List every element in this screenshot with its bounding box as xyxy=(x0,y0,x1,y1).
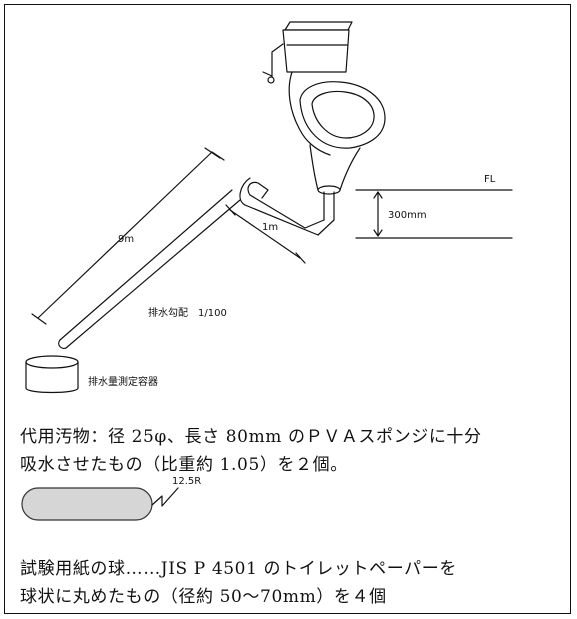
dimension-1m-label: 1m xyxy=(262,222,278,233)
paper-description-line2: 球状に丸めたもの（径約 50〜70mm）を４個 xyxy=(20,587,387,607)
toilet-icon xyxy=(262,21,386,195)
radius-leader-line xyxy=(151,487,179,507)
paper-description-line1: 試験用紙の球……JIS P 4501 のトイレットペーパーを xyxy=(20,559,457,579)
floor-level-dimension xyxy=(355,189,513,239)
drain-pipe xyxy=(58,177,335,350)
fl-label: FL xyxy=(484,174,496,185)
dimension-1m xyxy=(225,204,306,264)
sponge-description-line2: 吸水させたもの（比重約 1.05）を２個。 xyxy=(20,455,348,475)
figure-frame xyxy=(4,4,571,614)
dimension-9m-label: 9m xyxy=(118,234,134,245)
drain-slope-label: 排水勾配 1/100 xyxy=(148,306,227,319)
container-label: 排水量測定容器 xyxy=(88,375,158,388)
test-paper-ball-icon xyxy=(21,487,153,521)
radius-label: 12.5R xyxy=(172,476,201,487)
height-300mm-label: 300mm xyxy=(388,210,427,221)
measuring-container-icon xyxy=(25,355,79,394)
dimension-9m xyxy=(31,147,225,325)
sponge-description-line1: 代用汚物：径 25φ、長さ 80mm のＰＶＡスポンジに十分 xyxy=(20,427,482,447)
